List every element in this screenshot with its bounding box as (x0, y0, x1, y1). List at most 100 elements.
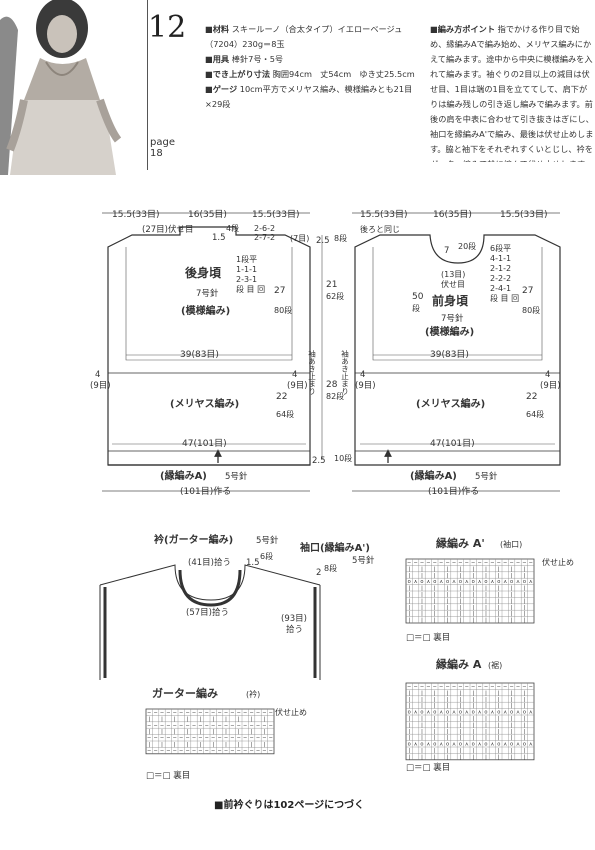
grid-symbol: | (498, 605, 500, 611)
grid-symbol: o (510, 742, 513, 748)
back-diagram: 15.5(33目) 16(35目) 15.5(33目) (27目)伏せ目 1.5… (90, 209, 352, 497)
grid-symbol: − (198, 723, 202, 729)
grid-symbol: − (237, 748, 241, 754)
grid-symbol: − (147, 736, 151, 742)
grid-symbol: ⋏ (478, 710, 482, 716)
grid-symbol: − (166, 723, 170, 729)
grid-symbol: | (511, 592, 513, 598)
grid-symbol: − (173, 710, 177, 716)
grid-symbol: − (477, 560, 481, 566)
grid-symbol: | (524, 748, 526, 754)
grid-symbol: o (510, 710, 513, 716)
grid-symbol: | (485, 605, 487, 611)
grid-symbol: | (485, 618, 487, 624)
pattern-number: 12 (148, 10, 187, 45)
front-neck-bind2: 伏せ目 (441, 279, 465, 289)
grid-symbol: | (460, 716, 462, 722)
front-neck-bind: (13目) (441, 270, 465, 279)
grid-symbol: − (217, 723, 221, 729)
cuff-needle: 5号針 (352, 555, 375, 566)
grid-symbol: o (420, 742, 423, 748)
grid-symbol: o (408, 710, 411, 716)
grid-symbol: − (407, 560, 411, 566)
grid-symbol: o (523, 579, 526, 585)
front-center-h-rows: 段 (412, 303, 420, 313)
grid-symbol: ⋏ (439, 742, 443, 748)
grid-symbol: − (153, 736, 157, 742)
grid-symbol: | (472, 748, 474, 754)
grid-symbol: | (225, 729, 227, 735)
grid-symbol: | (421, 729, 423, 735)
gauge-text: 10cm平方でメリヤス編み、模様編みとも21目×29段 (205, 84, 413, 109)
back-sleeve-stop: 袖あき止まり (307, 349, 316, 396)
grid-symbol: | (498, 722, 500, 728)
grid-symbol: − (224, 723, 228, 729)
grid-symbol: − (516, 684, 520, 690)
grid-symbol: − (497, 560, 501, 566)
grid-symbol: − (198, 710, 202, 716)
grid-symbol: | (434, 592, 436, 598)
cuff-h-rows: 8段 (324, 563, 337, 573)
grid-symbol: ⋏ (452, 742, 456, 748)
knitting-points: ■編み方ポイント 指でかける作り目で始め、縁編みAで編み始め、メリヤス編みにかえ… (430, 22, 595, 162)
back-side-cm-r: 4 (292, 370, 297, 380)
grid-symbol: | (421, 566, 423, 572)
grid-symbol: | (485, 754, 487, 760)
grid-symbol: | (408, 729, 410, 735)
grid-symbol: − (192, 748, 196, 754)
grid-symbol: | (408, 566, 410, 572)
grid-symbol: | (447, 690, 449, 696)
grid-symbol: − (237, 736, 241, 742)
grid-symbol: | (524, 729, 526, 735)
grid-symbol: | (421, 586, 423, 592)
front-neck-dec1: 6段平 (490, 243, 511, 253)
gauge-label: ■ゲージ (205, 84, 238, 94)
grid-symbol: − (262, 748, 266, 754)
grid-symbol: − (243, 723, 247, 729)
grid-symbol: − (484, 560, 488, 566)
collar-band (178, 569, 242, 607)
grid-symbol: | (174, 716, 176, 722)
grid-symbol: | (225, 742, 227, 748)
grid-symbol: ⋏ (427, 579, 431, 585)
back-cast-on: (101目)作る (180, 485, 231, 497)
grid-symbol: | (511, 611, 513, 617)
grid-symbol: | (434, 716, 436, 722)
grid-symbol: − (439, 560, 443, 566)
grid-symbol: − (262, 736, 266, 742)
grid-symbol: − (224, 748, 228, 754)
grid-symbol: − (224, 710, 228, 716)
front-right-h-rows: 80段 (522, 305, 540, 315)
grid-symbol: o (433, 742, 436, 748)
collar-pick-front: (57目)拾う (186, 607, 229, 618)
grid-symbol: | (460, 735, 462, 741)
grid-symbol: | (524, 690, 526, 696)
grid-symbol: | (408, 697, 410, 703)
grid-symbol: − (509, 684, 513, 690)
grid-symbol: − (205, 736, 209, 742)
grid-symbol: | (472, 586, 474, 592)
grid-symbol: | (485, 598, 487, 604)
grid-symbol: | (421, 735, 423, 741)
grid-symbol: | (408, 722, 410, 728)
grid-symbol: | (472, 716, 474, 722)
grid-symbol: | (511, 586, 513, 592)
grid-symbol: | (174, 729, 176, 735)
grid-symbol: − (185, 723, 189, 729)
grid-symbol: | (498, 592, 500, 598)
grid-symbol: | (498, 690, 500, 696)
grid-symbol: − (516, 560, 520, 566)
back-border-needle: 5号針 (225, 471, 248, 482)
grid-symbol: | (498, 729, 500, 735)
border-a-sub: (裾) (488, 660, 502, 670)
grid-symbol: o (408, 742, 411, 748)
grid-symbol: ⋏ (491, 579, 495, 585)
grid-symbol: | (524, 716, 526, 722)
grid-symbol: − (490, 560, 494, 566)
garter-title: ガーター編み (152, 686, 218, 700)
grid-symbol: | (498, 611, 500, 617)
back-side-cm: 4 (95, 370, 100, 380)
grid-symbol: | (434, 729, 436, 735)
grid-symbol: − (529, 684, 533, 690)
border-a2-bind-off: 伏せ止め (542, 557, 574, 567)
